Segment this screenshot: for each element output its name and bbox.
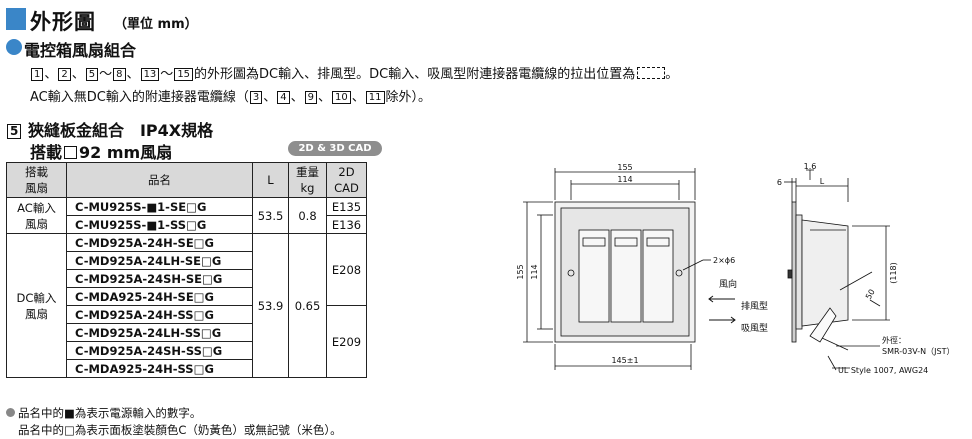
dim-6-label: 6 <box>777 178 782 187</box>
subheading: 電控箱風扇組合 <box>24 41 137 60</box>
bullet-icon <box>6 39 22 55</box>
group-cell: DC輸入 風扇 <box>6 233 67 378</box>
col-header: 重量 kg <box>288 162 327 198</box>
flow-label: 風向 <box>719 278 737 290</box>
hole-label: 2×ϕ6 <box>713 256 735 265</box>
dim-L-label: L <box>820 177 825 186</box>
ext-label: 外徑： <box>882 335 906 345</box>
dim-1-6-label: 1.6 <box>804 162 817 171</box>
ref-num: 2 <box>58 68 71 81</box>
table-row: C-MDA925-24H-SE□G <box>7 287 367 306</box>
col-header: 品名 <box>66 162 253 198</box>
product-name: C-MD925A-24SH-SE□G <box>66 269 253 288</box>
table-row: C-MDA925-24H-SS□G <box>7 359 367 378</box>
ref-num: 11 <box>365 91 385 104</box>
weight-cell: 0.8 <box>288 197 327 234</box>
weight-cell: 0.65 <box>288 233 327 378</box>
product-name: C-MU925S-■1-SE□G <box>66 197 253 216</box>
dim-155v-label: 155 <box>516 264 525 279</box>
bullet-icon <box>6 408 15 417</box>
footnote-2: 品名中的□為表示面板塗裝顏色C（奶黃色）或無記號（米色）。 <box>18 423 342 437</box>
connector-label: SMR-03V-N（JST） <box>882 347 954 356</box>
page-title: 外形圖 <box>30 10 96 34</box>
product-name: C-MD925A-24LH-SE□G <box>66 251 253 270</box>
section-number: 5 <box>7 124 22 139</box>
dashed-box-icon <box>637 67 666 79</box>
product-name: C-MDA925-24H-SS□G <box>66 359 253 378</box>
ref-num: 9 <box>304 91 317 104</box>
cad-link[interactable]: E208 <box>326 233 367 306</box>
dim-114v-label: 114 <box>530 264 539 279</box>
table-row: C-MU925S-■1-SS□G E136 <box>7 215 367 234</box>
dim-155-label: 155 <box>617 163 632 172</box>
section-heading: 5 狹縫板金組合 IP4X規格 <box>6 117 213 141</box>
ref-num: 3 <box>249 91 263 104</box>
length-cell: 53.9 <box>252 233 289 378</box>
footnote-1: 品名中的■為表示電源輸入的數字。 <box>6 405 201 421</box>
table-row: C-MD925A-24LH-SS□G <box>7 323 367 342</box>
cad-link[interactable]: E209 <box>326 305 367 378</box>
ref-num: 15 <box>174 68 194 81</box>
side-view-drawing: 1.6 6 L (118) 50 外徑： SMR-03V-N（JST） UL S… <box>777 162 955 375</box>
col-header: L <box>252 162 289 198</box>
table-row: AC輸入 風扇 C-MU925S-■1-SE□G 53.5 0.8 E135 <box>6 197 367 234</box>
unit-label: （單位 mm） <box>114 17 198 32</box>
spec-table: 搭載 風扇 品名 L 重量 kg 2D CAD AC輸入 風扇 C-MU925S… <box>6 162 367 378</box>
product-name: C-MU925S-■1-SS□G <box>66 215 253 234</box>
group-cell: AC輸入 風扇 <box>6 197 67 234</box>
product-name: C-MDA925-24H-SE□G <box>66 287 253 306</box>
dim-114-label: 114 <box>617 175 632 184</box>
product-name: C-MD925A-24H-SS□G <box>66 305 253 324</box>
table-row: DC輸入 風扇 C-MD925A-24H-SE□G 53.9 0.65 E208 <box>6 233 367 378</box>
intake-label: 吸風型 <box>741 323 768 334</box>
dim-50-label: 50 <box>864 288 877 301</box>
ref-num: 5 <box>85 68 99 81</box>
cad-link[interactable]: E135 <box>326 197 367 216</box>
airflow-legend: 風向 排風型 吸風型 <box>708 278 768 334</box>
length-cell: 53.5 <box>252 197 289 234</box>
ref-num: 4 <box>277 91 290 104</box>
ref-num: 13 <box>140 68 160 81</box>
table-row: C-MD925A-24H-SS□G E209 <box>7 305 367 378</box>
col-header: 搭載 風扇 <box>6 162 67 198</box>
cad-link[interactable]: E136 <box>326 215 367 234</box>
ref-num: 8 <box>113 68 126 81</box>
ref-num: 10 <box>332 91 351 104</box>
exhaust-label: 排風型 <box>741 300 768 312</box>
cable-label: UL Style 1007, AWG24 <box>838 366 928 375</box>
cad-badge[interactable]: 2D & 3D CAD <box>288 141 382 156</box>
dim-118-label: (118) <box>889 262 898 284</box>
table-header-row: 搭載 風扇 品名 L 重量 kg 2D CAD <box>6 162 367 198</box>
col-header: 2D CAD <box>326 162 367 198</box>
dim-bottom-label: 145±1 <box>611 356 638 365</box>
section-marker <box>6 8 26 30</box>
product-name: C-MD925A-24SH-SS□G <box>66 341 253 360</box>
front-view-drawing: 155 114 2×ϕ6 145±1 155 114 <box>516 163 735 370</box>
ref-num: 1 <box>31 68 44 81</box>
square-symbol-icon <box>64 146 78 159</box>
product-name: C-MD925A-24LH-SS□G <box>66 323 253 342</box>
product-name: C-MD925A-24H-SE□G <box>66 233 253 252</box>
